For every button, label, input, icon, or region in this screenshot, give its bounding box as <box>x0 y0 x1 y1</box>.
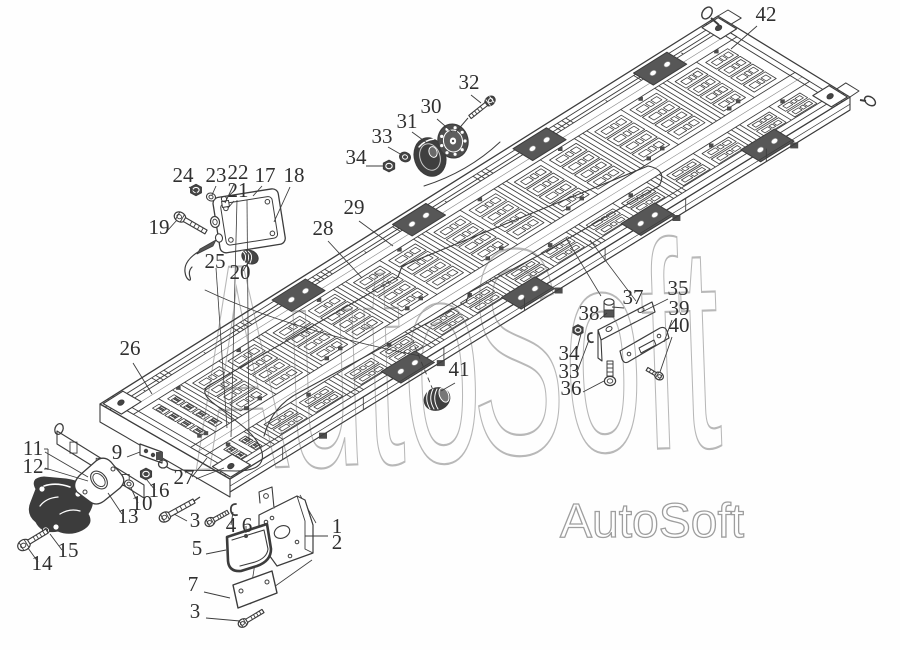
svg-text:15: 15 <box>58 538 79 562</box>
svg-text:34: 34 <box>346 145 368 169</box>
svg-text:42: 42 <box>756 2 777 26</box>
svg-text:17: 17 <box>255 163 276 187</box>
svg-text:2: 2 <box>332 530 343 554</box>
svg-text:36: 36 <box>561 376 582 400</box>
svg-text:37: 37 <box>623 285 644 309</box>
svg-text:13: 13 <box>118 504 139 528</box>
svg-text:29: 29 <box>344 195 365 219</box>
svg-text:5: 5 <box>192 536 203 560</box>
svg-text:32: 32 <box>459 70 480 94</box>
svg-text:30: 30 <box>421 94 442 118</box>
svg-text:28: 28 <box>313 216 334 240</box>
svg-text:39: 39 <box>669 296 690 320</box>
svg-text:22: 22 <box>228 160 249 184</box>
svg-text:24: 24 <box>173 163 195 187</box>
svg-text:9: 9 <box>112 440 123 464</box>
svg-text:33: 33 <box>559 359 580 383</box>
svg-text:38: 38 <box>579 301 600 325</box>
svg-text:7: 7 <box>188 572 199 596</box>
svg-text:20: 20 <box>230 260 251 284</box>
svg-text:40: 40 <box>669 313 690 337</box>
svg-text:21: 21 <box>228 178 249 202</box>
svg-text:10: 10 <box>132 491 153 515</box>
svg-text:23: 23 <box>206 163 227 187</box>
svg-text:3: 3 <box>190 599 201 623</box>
svg-text:12: 12 <box>23 454 44 478</box>
svg-text:Auto: Auto <box>187 195 486 533</box>
svg-text:16: 16 <box>149 478 170 502</box>
svg-text:25: 25 <box>205 249 226 273</box>
svg-text:Soft: Soft <box>465 181 725 518</box>
svg-text:11: 11 <box>23 436 43 460</box>
svg-text:1: 1 <box>332 514 343 538</box>
svg-text:14: 14 <box>32 551 54 575</box>
svg-text:27: 27 <box>174 465 195 489</box>
svg-text:3: 3 <box>190 508 201 532</box>
svg-text:35: 35 <box>668 276 689 300</box>
svg-text:6: 6 <box>242 513 253 537</box>
svg-text:19: 19 <box>149 215 170 239</box>
svg-text:31: 31 <box>397 109 418 133</box>
svg-text:AutoSoft: AutoSoft <box>560 495 744 548</box>
svg-text:18: 18 <box>284 163 305 187</box>
svg-text:41: 41 <box>449 357 470 381</box>
svg-text:34: 34 <box>559 341 581 365</box>
svg-text:33: 33 <box>372 124 393 148</box>
svg-text:26: 26 <box>120 336 141 360</box>
